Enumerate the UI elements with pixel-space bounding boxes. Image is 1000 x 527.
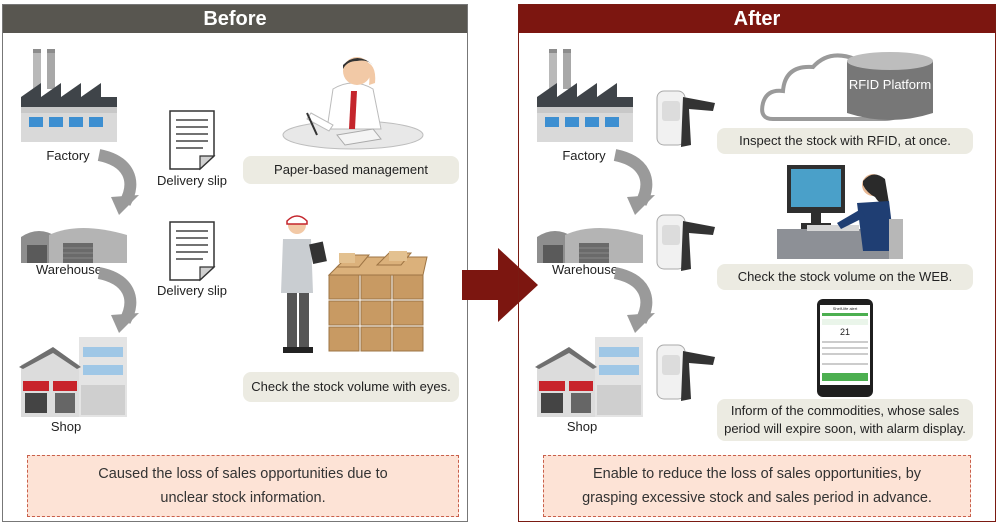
factory-label: Factory bbox=[562, 148, 606, 163]
flow-arrow-icon bbox=[97, 149, 139, 215]
worried-worker-illustration bbox=[282, 57, 424, 150]
inform-line2: period will expire soon, with alarm disp… bbox=[724, 421, 966, 436]
before-note-line1: Caused the loss of sales opportunities d… bbox=[98, 466, 388, 482]
smartphone-mockup: Shelf-life alert 21 bbox=[817, 299, 873, 397]
after-result-note: Enable to reduce the loss of sales oppor… bbox=[543, 455, 971, 517]
phone-status-bar bbox=[822, 313, 868, 316]
inform-alarm-pill: Inform of the commodities, whose sales p… bbox=[717, 399, 973, 441]
phone-screen: Shelf-life alert 21 bbox=[820, 305, 870, 385]
before-panel: Before Factory Warehouse bbox=[2, 4, 468, 522]
inform-line1: Inform of the commodities, whose sales bbox=[730, 403, 960, 418]
worker-with-boxes-illustration bbox=[281, 215, 428, 353]
inspect-rfid-pill: Inspect the stock with RFID, at once. bbox=[717, 128, 973, 154]
check-with-eyes-pill: Check the stock volume with eyes. bbox=[243, 372, 459, 402]
shop-label: Shop bbox=[566, 419, 598, 434]
flow-arrow-icon bbox=[97, 267, 139, 333]
delivery-slip-label: Delivery slip bbox=[156, 283, 228, 298]
phone-divider bbox=[822, 353, 868, 355]
warehouse-label: Warehouse bbox=[36, 262, 102, 277]
warehouse-icon bbox=[537, 228, 643, 263]
phone-divider bbox=[822, 363, 868, 365]
phone-count: 21 bbox=[839, 327, 850, 337]
factory-icon bbox=[537, 49, 633, 142]
phone-divider bbox=[822, 347, 868, 349]
paper-management-pill: Paper-based management bbox=[243, 156, 459, 184]
check-web-pill: Check the stock volume on the WEB. bbox=[717, 264, 973, 290]
shop-label: Shop bbox=[50, 419, 82, 434]
after-note-line1: Enable to reduce the loss of sales oppor… bbox=[592, 466, 922, 482]
shop-icon bbox=[19, 337, 127, 417]
flow-arrow-icon bbox=[613, 267, 655, 333]
phone-row bbox=[822, 319, 868, 325]
before-result-note: Caused the loss of sales opportunities d… bbox=[27, 455, 459, 517]
database-icon bbox=[847, 52, 933, 120]
rfid-platform-label: RFID Platform bbox=[848, 77, 932, 92]
flow-arrow-icon bbox=[613, 149, 655, 215]
after-panel: After Factory Warehouse bbox=[518, 4, 996, 522]
before-to-after-arrow-icon bbox=[462, 248, 538, 322]
delivery-slip-label: Delivery slip bbox=[156, 173, 228, 188]
shop-icon bbox=[535, 337, 643, 417]
warehouse-icon bbox=[21, 228, 127, 263]
after-header: After bbox=[519, 5, 995, 33]
factory-icon bbox=[21, 49, 117, 142]
document-icon bbox=[169, 221, 216, 282]
phone-action-bar bbox=[822, 373, 868, 381]
factory-label: Factory bbox=[46, 148, 90, 163]
before-header: Before bbox=[3, 5, 467, 33]
document-icon bbox=[169, 110, 216, 171]
office-worker-computer-illustration bbox=[777, 165, 903, 259]
before-note-line2: unclear stock information. bbox=[160, 490, 326, 506]
phone-app-title: Shelf-life alert bbox=[832, 306, 858, 311]
rfid-reader-icon bbox=[656, 214, 715, 271]
after-note-line2: grasping excessive stock and sales perio… bbox=[582, 490, 932, 506]
rfid-reader-icon bbox=[656, 90, 715, 147]
phone-divider bbox=[822, 341, 868, 343]
rfid-reader-icon bbox=[656, 344, 715, 401]
warehouse-label: Warehouse bbox=[552, 262, 618, 277]
